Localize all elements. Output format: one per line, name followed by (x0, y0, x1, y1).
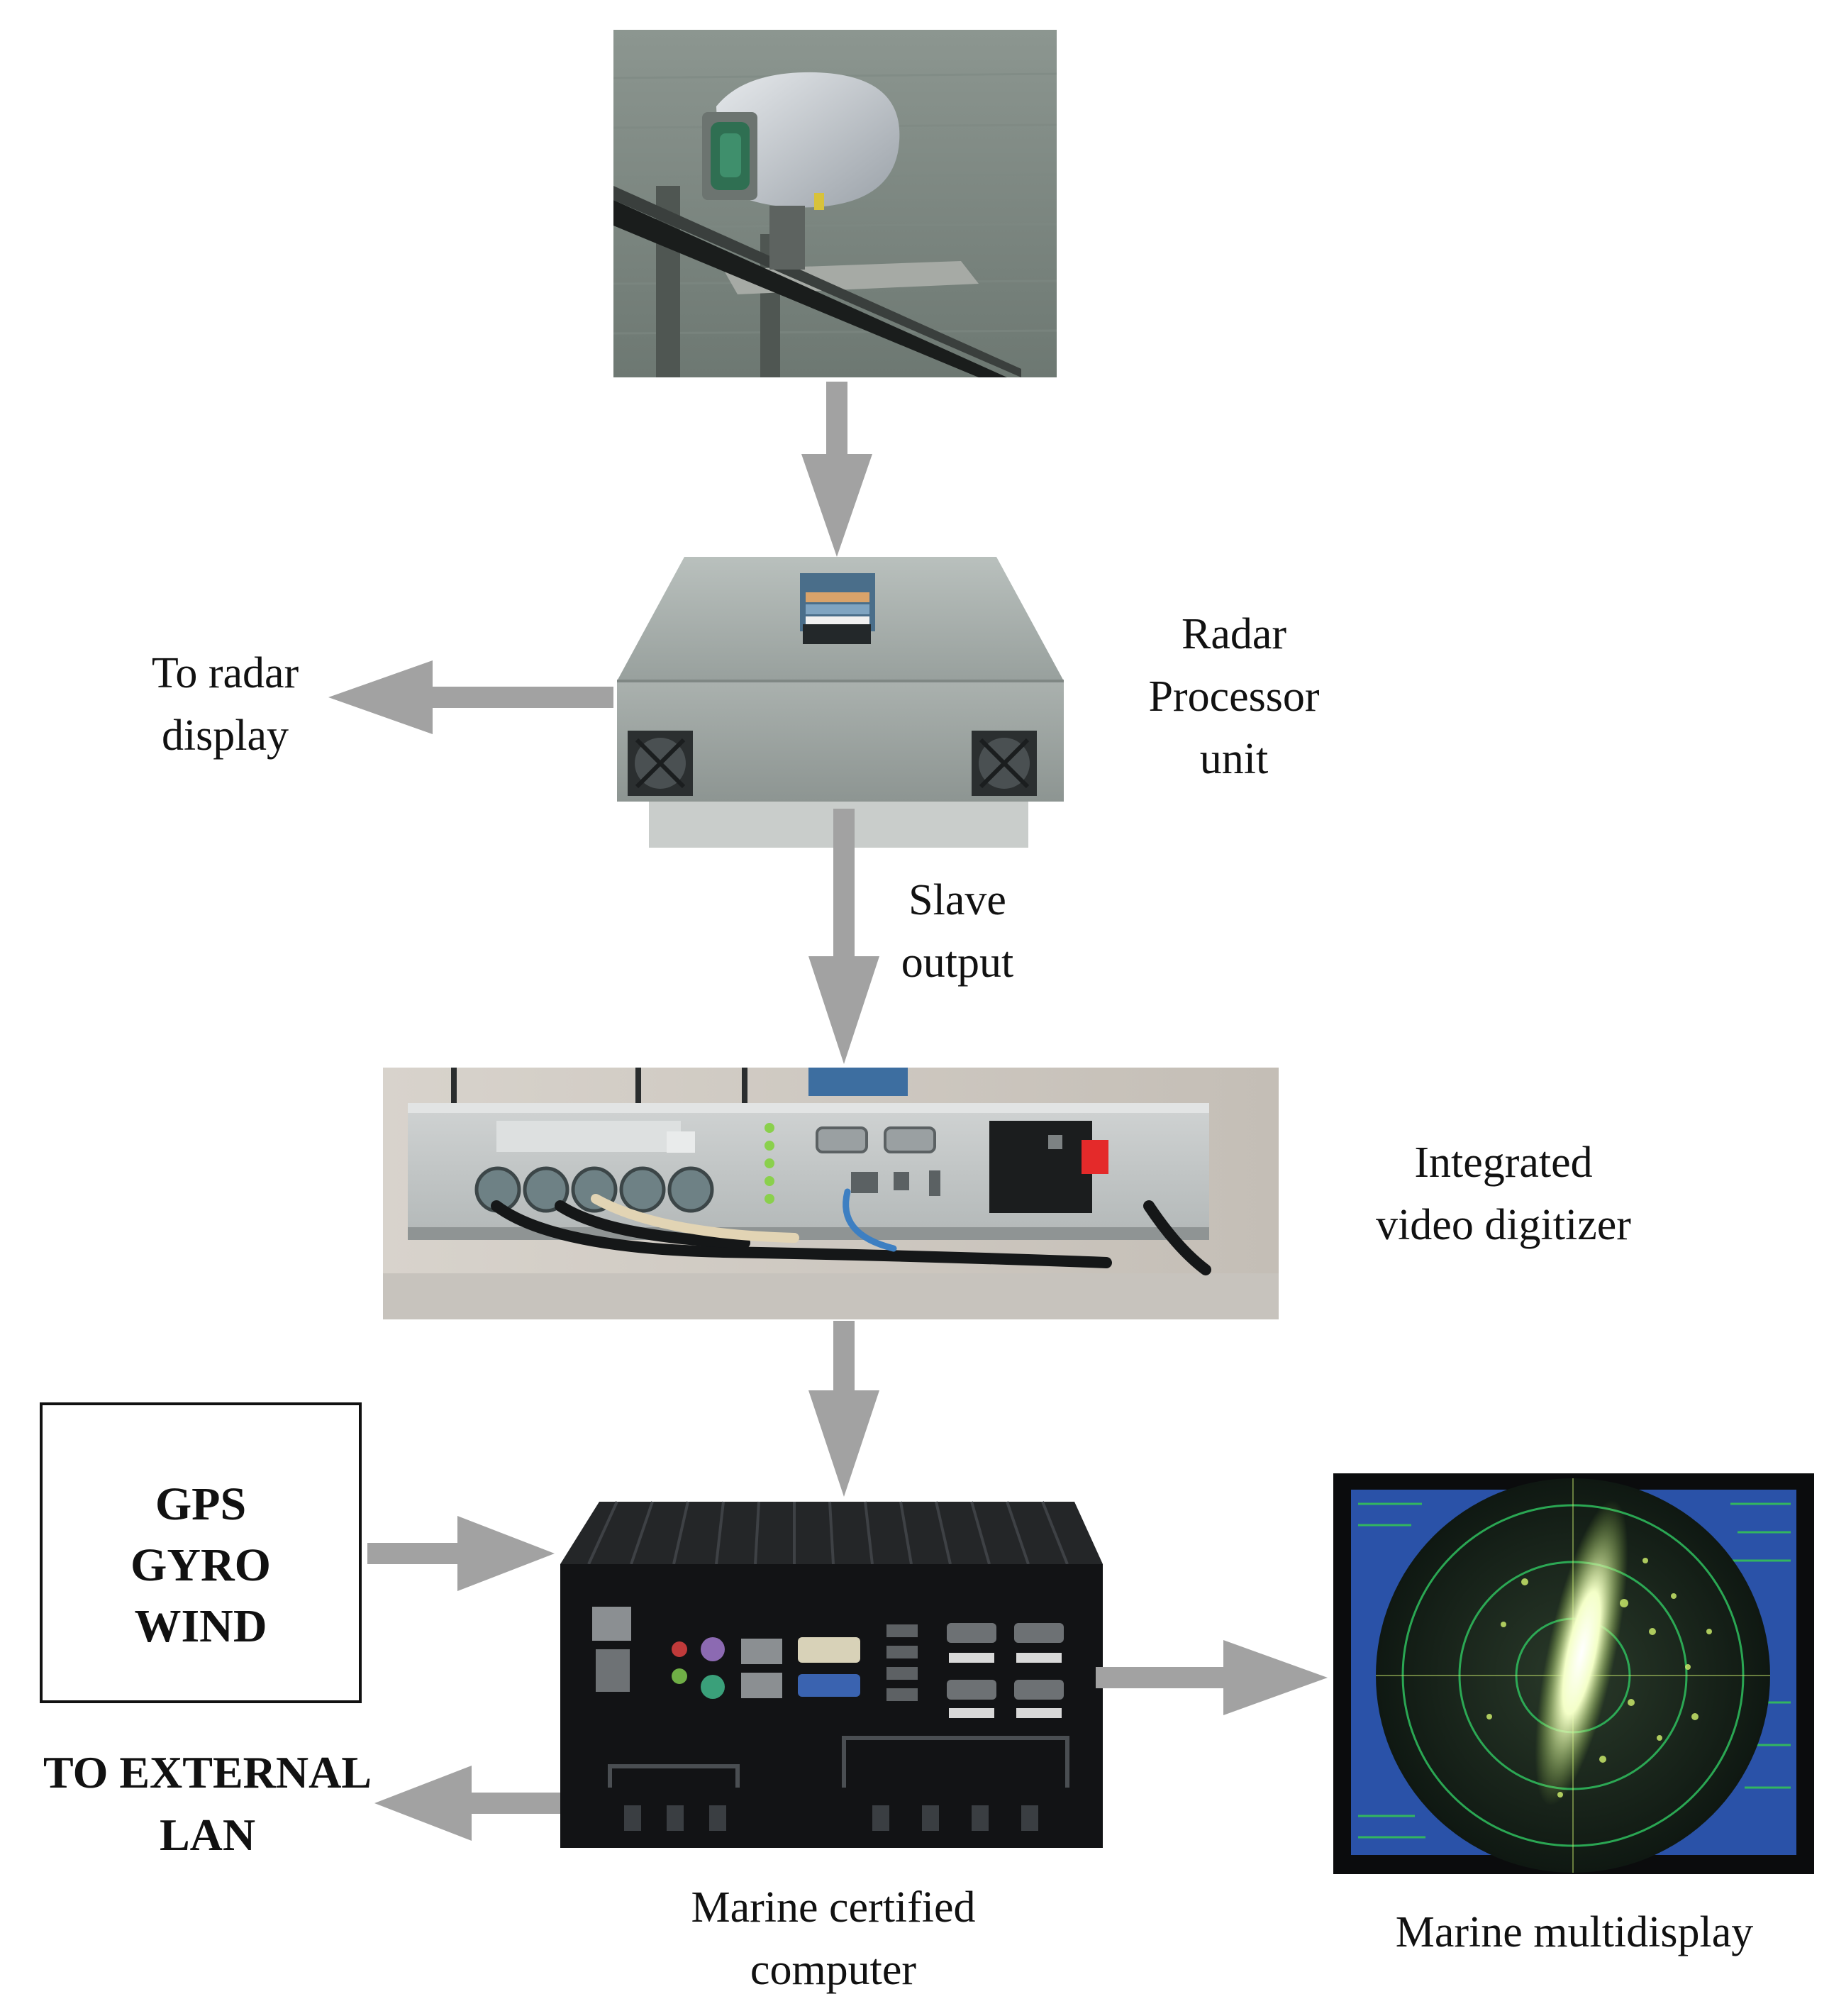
radar-processor-label: Radar Processor unit (1148, 610, 1320, 783)
arrow-processor-to-digitizer (808, 809, 879, 1064)
radar-display-label: To radar display (151, 649, 299, 760)
arrow-computer-to-lan (374, 1766, 560, 1841)
bnc-connectors (474, 1166, 714, 1213)
multidisplay-label: Marine multidisplay (1395, 1908, 1754, 1956)
fan-left (628, 731, 693, 796)
radar-processor-photo (617, 557, 1064, 848)
radar-antenna-photo (613, 30, 1057, 377)
wind-label: WIND (134, 1600, 267, 1652)
external-lan-label: TO EXTERNAL LAN (43, 1747, 372, 1860)
video-digitizer-photo (383, 1068, 1279, 1319)
arrow-sensors-to-computer (367, 1516, 555, 1591)
computer-photo (560, 1501, 1103, 1848)
arrow-digitizer-to-computer (808, 1321, 879, 1497)
slave-output-label: Slave output (901, 876, 1014, 987)
gyro-label: GYRO (130, 1539, 271, 1591)
arrow-processor-to-display (328, 660, 613, 734)
sensors-box: GPS GYRO WIND (40, 1402, 362, 1703)
fan-right (972, 731, 1037, 796)
arrow-computer-to-multidisplay (1096, 1640, 1328, 1715)
multidisplay-photo (1333, 1473, 1814, 1874)
computer-label: Marine certified computer (691, 1883, 976, 1994)
gps-label: GPS (155, 1478, 247, 1530)
arrow-antenna-to-processor (801, 382, 872, 557)
video-digitizer-label: Integrated video digitizer (1376, 1139, 1631, 1249)
